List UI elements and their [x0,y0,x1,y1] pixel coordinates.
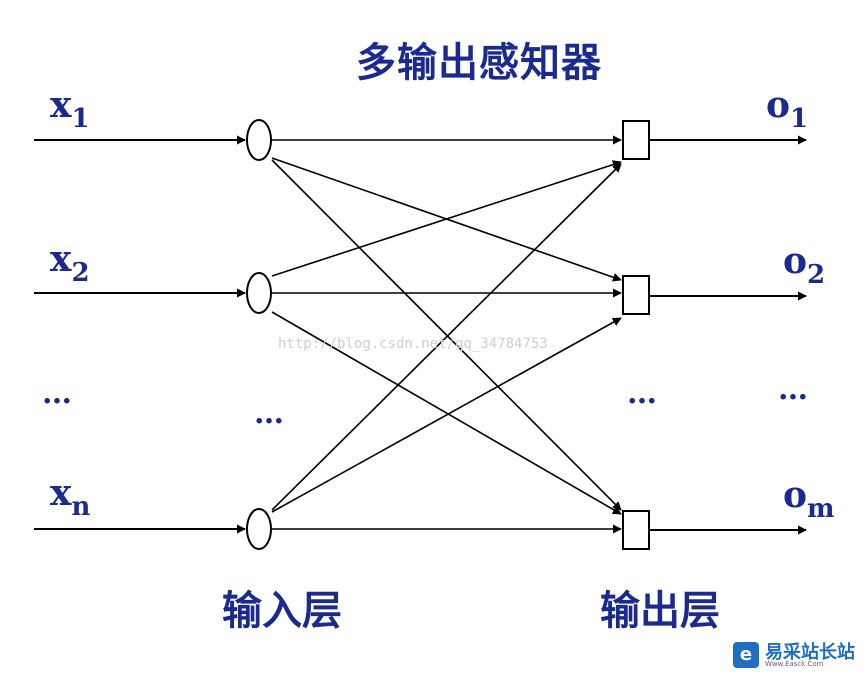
input-label-n: xn [50,472,90,522]
input-subscript: 2 [71,258,90,288]
output-layer-caption: 输出层 [600,587,720,634]
output-label-2: o2 [783,240,825,290]
edge-2-1 [271,160,622,277]
output-var: o [783,474,808,516]
input-label-2: x2 [50,238,90,288]
diagram-title: 多输出感知器 [356,39,602,86]
site-badge[interactable]: e 易采站长站 Www.Easck.Com [731,638,864,672]
edge-n-2 [271,317,622,513]
watermark-text: http://blog.csdn.net/qq_34784753 [278,336,548,352]
input-var: x [50,238,72,280]
input-subscript: 1 [71,104,90,134]
output-var: o [766,84,791,126]
input-ellipsis: … [42,376,72,411]
input-layer-ellipsis: … [254,396,284,431]
site-url: Www.Easck.Com [765,660,824,668]
output-node-m [622,510,650,550]
input-node-1 [246,119,272,161]
edge-1-m [271,159,622,511]
output-label-1: o1 [766,84,808,134]
output-node-1 [622,120,650,160]
output-subscript: 1 [790,104,809,134]
output-layer-ellipsis: … [627,376,657,411]
input-subscript: n [71,492,91,522]
input-node-2 [246,272,272,314]
input-node-n [246,508,272,550]
input-var: x [50,472,72,514]
input-label-1: x1 [50,84,90,134]
output-label-m: om [783,474,835,524]
output-subscript: 2 [807,260,826,290]
output-var: o [783,240,808,282]
input-layer-caption: 输入层 [222,587,342,634]
input-var: x [50,84,72,126]
output-ellipsis: … [778,372,808,407]
output-node-2 [622,275,650,315]
site-name: 易采站长站 [765,642,855,663]
edge-2-m [271,311,622,515]
output-subscript: m [807,494,835,524]
site-logo-icon: e [733,642,759,668]
edge-n-1 [271,163,622,511]
